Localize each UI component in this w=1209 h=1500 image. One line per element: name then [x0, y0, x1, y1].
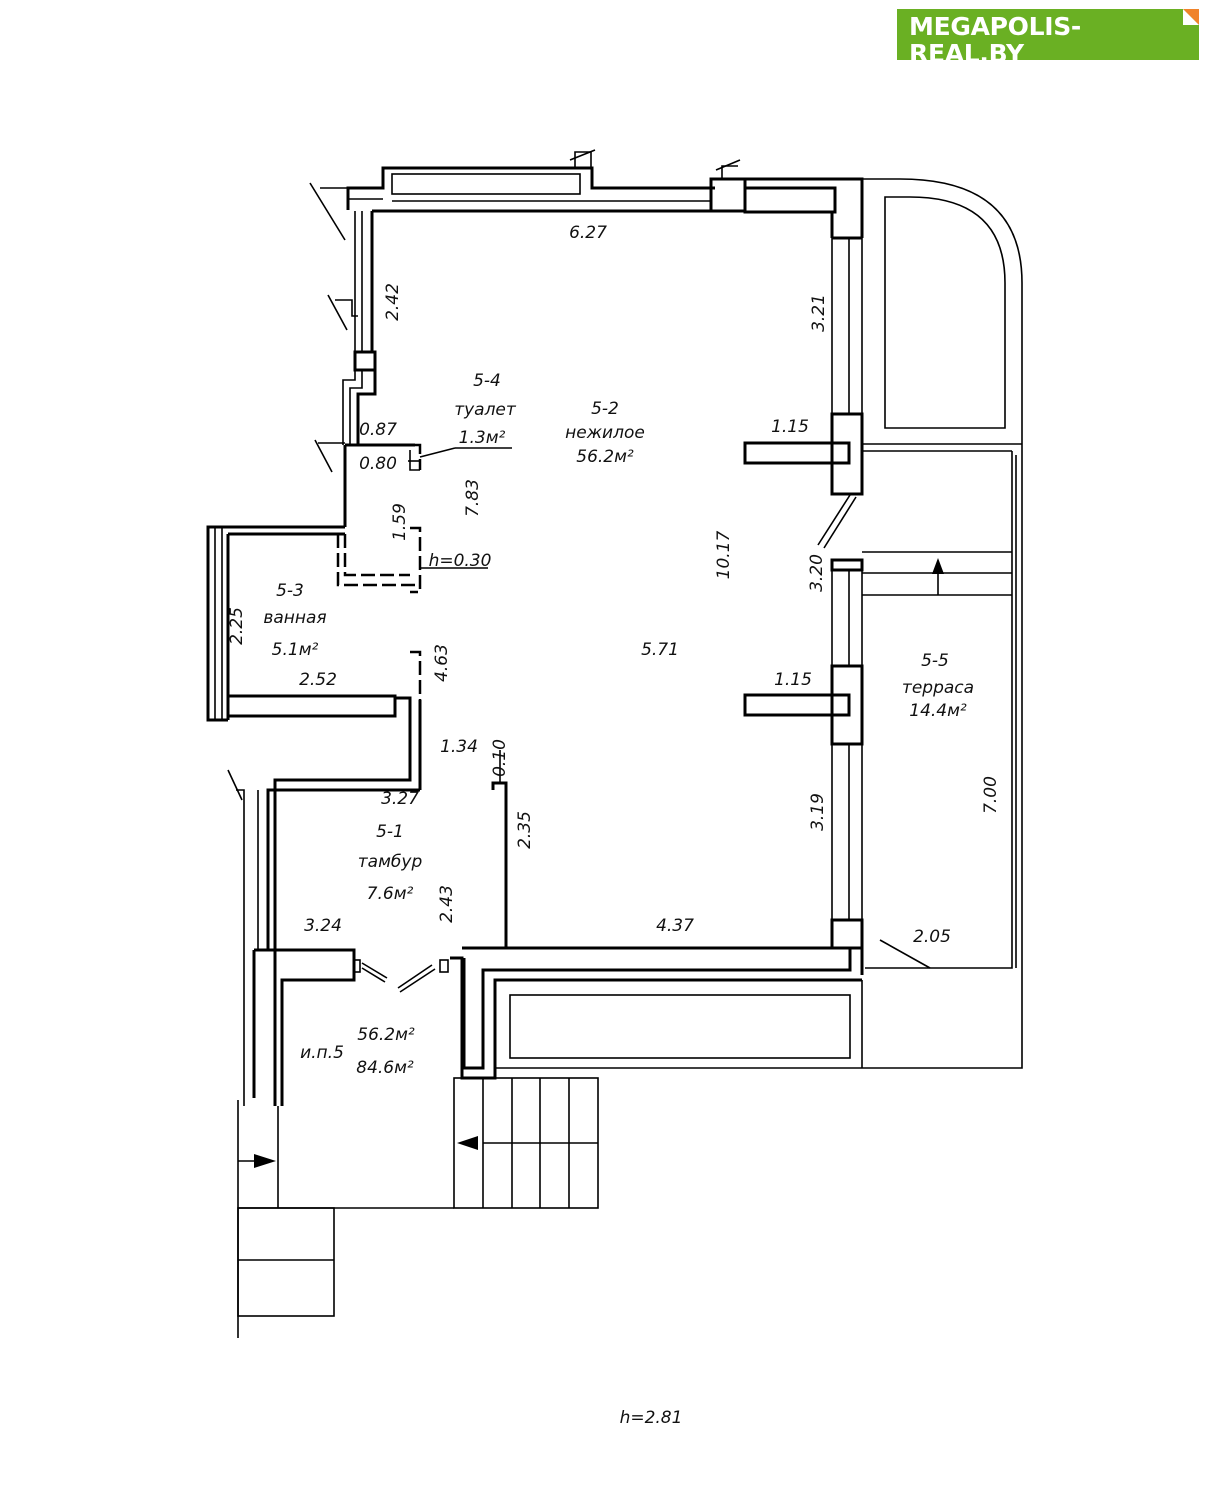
arrow-up-icon — [932, 558, 944, 574]
logo-corner-cut — [1183, 9, 1199, 25]
unit-label: и.п.5 — [300, 1043, 344, 1063]
dim-terrace-len: 7.00 — [981, 776, 1001, 814]
room-name: ванная — [263, 608, 326, 628]
dim-bath-depth: 1.59 — [390, 503, 410, 541]
dim-right-lower: 3.19 — [808, 793, 828, 831]
room-label-5-3: 5-3 ванная 5.1м² — [263, 581, 326, 660]
dim-wall-thk: 0.10 — [490, 739, 510, 777]
dim-bath-gap: 4.63 — [432, 644, 452, 682]
dim-pier-lower: 1.15 — [774, 670, 812, 690]
room-id: 5-4 — [473, 371, 501, 391]
right-wall — [743, 238, 864, 975]
room-name: нежилое — [565, 423, 645, 443]
dim-main-height: 10.17 — [714, 530, 734, 579]
unit-area-main: 56.2м² — [357, 1025, 415, 1045]
room-id: 5-3 — [276, 581, 304, 601]
logo-title: MEGAPOLIS-REAL.BY — [909, 12, 1082, 68]
top-wall — [346, 149, 864, 240]
bathroom-walls — [206, 525, 488, 1106]
room-area: 1.3м² — [459, 428, 506, 448]
room-area: 14.4м² — [909, 701, 967, 721]
dim-terrace-width: 2.05 — [913, 927, 951, 947]
room-id: 5-1 — [376, 822, 404, 842]
dimension-labels: 6.27 0.87 0.80 h=0.30 1.15 5.71 2.52 1.1… — [227, 223, 1001, 1428]
logo-subtitle: портал о коммерческой недвижимости в Бел… — [909, 67, 1193, 79]
arrow-left-icon — [457, 1136, 478, 1150]
room-id: 5-5 — [921, 651, 949, 671]
stairs — [237, 1077, 599, 1338]
bottom-wall — [450, 946, 863, 1080]
dim-bath-left: 2.25 — [227, 607, 247, 645]
room-label-5-2: 5-2 нежилое 56.2м² — [565, 399, 645, 467]
dim-left-upper: 2.42 — [383, 283, 403, 321]
ceiling-height: h=2.81 — [620, 1408, 683, 1428]
dim-vest-bottom: 3.24 — [304, 916, 342, 936]
vestibule-walls — [227, 750, 508, 1106]
room-label-5-5: 5-5 терраса 14.4м² — [902, 651, 974, 721]
dim-height-783: 7.83 — [463, 479, 483, 517]
terrace-outline — [862, 178, 1023, 1069]
room-name: терраса — [902, 678, 974, 698]
room-name: туалет — [454, 400, 517, 420]
dim-corridor: 1.34 — [440, 737, 478, 757]
dim-main-width: 5.71 — [641, 640, 679, 660]
room-name: тамбур — [358, 852, 423, 872]
room-area: 7.6м² — [367, 884, 414, 904]
megapolis-logo[interactable]: MEGAPOLIS-REAL.BY портал о коммерческой … — [897, 9, 1199, 79]
dim-right-mid: 3.20 — [807, 554, 827, 592]
dim-right-upper: 3.21 — [809, 294, 829, 332]
dim-vest-top: 3.27 — [381, 789, 419, 809]
dim-toilet-width: 0.87 — [359, 420, 397, 440]
left-upper-wall — [309, 182, 377, 445]
unit-area-total: 84.6м² — [356, 1058, 414, 1078]
dim-vest-height: 2.43 — [437, 885, 457, 923]
dim-toilet-door: 0.80 — [359, 454, 397, 474]
dim-sill: h=0.30 — [429, 551, 492, 571]
room-area: 56.2м² — [576, 447, 634, 467]
toilet-partitions — [314, 439, 512, 527]
dim-pier-upper: 1.15 — [771, 417, 809, 437]
dim-bottom-wall: 4.37 — [656, 916, 694, 936]
room-label-5-4: 5-4 туалет 1.3м² — [454, 371, 517, 448]
dim-top-wall: 6.27 — [569, 223, 607, 243]
unit-summary: и.п.5 56.2м² 84.6м² — [300, 1025, 415, 1078]
arrow-right-icon — [254, 1154, 276, 1168]
room-id: 5-2 — [591, 399, 619, 419]
room-area: 5.1м² — [272, 640, 319, 660]
room-label-5-1: 5-1 тамбур 7.6м² — [358, 822, 423, 904]
dim-vest-right: 2.35 — [515, 811, 535, 849]
dim-bath-width: 2.52 — [299, 670, 337, 690]
